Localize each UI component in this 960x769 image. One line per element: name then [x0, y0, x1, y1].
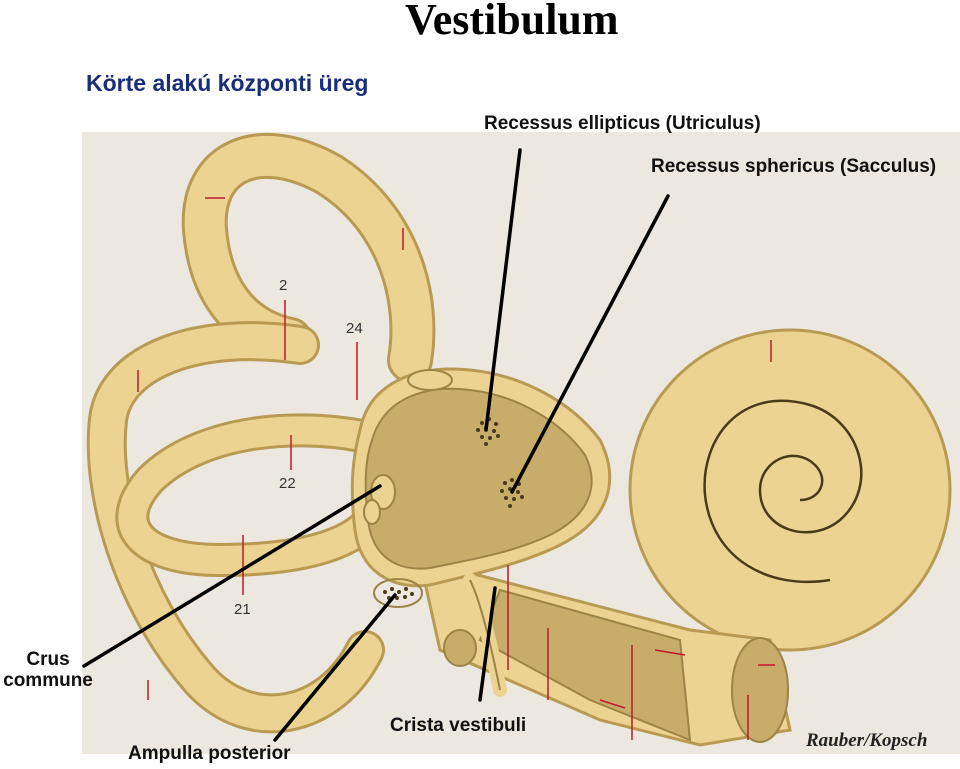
- plate-number-22: 22: [279, 475, 296, 492]
- reference-markers: [137, 197, 775, 740]
- label-crista-vestibuli: Crista vestibuli: [390, 715, 527, 736]
- image-credit: Rauber/Kopsch: [806, 730, 928, 751]
- pointer-crus-commune: [82, 484, 382, 668]
- label-recessus-sphericus: Recessus sphericus (Sacculus): [651, 156, 937, 177]
- pointer-lines: [82, 148, 670, 742]
- pointer-recessus-ellipticus: [484, 148, 522, 432]
- label-recessus-ellipticus: Recessus ellipticus (Utriculus): [484, 113, 761, 134]
- pointer-crista-vestibuli: [478, 586, 497, 702]
- ampulla-posterior-dots: [383, 587, 414, 600]
- plate-number-24: 24: [346, 320, 363, 337]
- page-title: Vestibulum: [405, 0, 619, 44]
- cochlea-spiral: [703, 399, 863, 584]
- pointer-recessus-sphericus: [510, 194, 670, 494]
- plate-number-2: 2: [279, 277, 287, 294]
- page-subtitle: Körte alakú központi üreg: [86, 70, 369, 96]
- plate-number-21: 21: [234, 601, 251, 618]
- pointer-ampulla-posterior: [273, 593, 397, 742]
- cochlea: [628, 328, 952, 652]
- label-ampulla-posterior: Ampulla posterior: [128, 743, 291, 764]
